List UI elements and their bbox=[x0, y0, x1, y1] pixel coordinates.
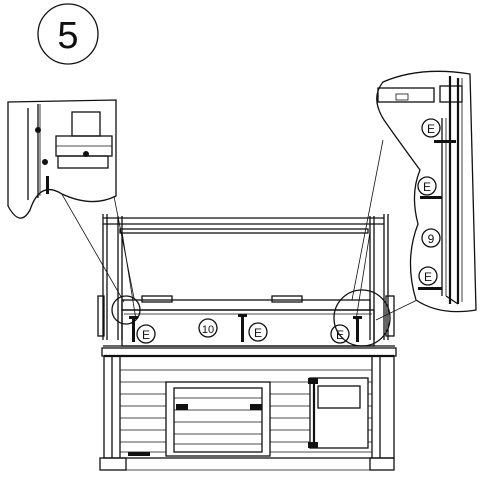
callout-e-zoom-bottom-text: E bbox=[424, 270, 432, 284]
callout-10: 10 bbox=[198, 318, 218, 338]
callout-e-zoom-mid: E bbox=[417, 176, 437, 196]
right-detail-circle bbox=[333, 289, 391, 347]
cabinet bbox=[97, 214, 397, 471]
step-number: 5 bbox=[57, 15, 78, 57]
callout-e-zoom-mid-text: E bbox=[423, 180, 431, 194]
right-zoom-detail bbox=[376, 70, 477, 313]
left-detail-circle bbox=[111, 295, 141, 325]
callout-e-center: E bbox=[248, 322, 268, 342]
screws bbox=[129, 314, 362, 342]
callout-e-zoom-top-text: E bbox=[427, 122, 435, 136]
callout-9: 9 bbox=[421, 228, 441, 248]
callout-e-zoom-bottom: E bbox=[418, 266, 438, 286]
callout-10-text: 10 bbox=[202, 324, 214, 336]
left-zoom-detail bbox=[7, 99, 117, 219]
callout-e-left-text: E bbox=[142, 328, 150, 342]
callout-e-center-text: E bbox=[254, 326, 262, 340]
callout-e-zoom-top: E bbox=[421, 118, 441, 138]
callout-e-right-text: E bbox=[336, 328, 344, 342]
callout-9-text: 9 bbox=[428, 232, 435, 246]
step-number-badge: 5 bbox=[37, 3, 99, 65]
callout-e-left: E bbox=[136, 324, 156, 344]
callout-e-right: E bbox=[330, 324, 350, 344]
